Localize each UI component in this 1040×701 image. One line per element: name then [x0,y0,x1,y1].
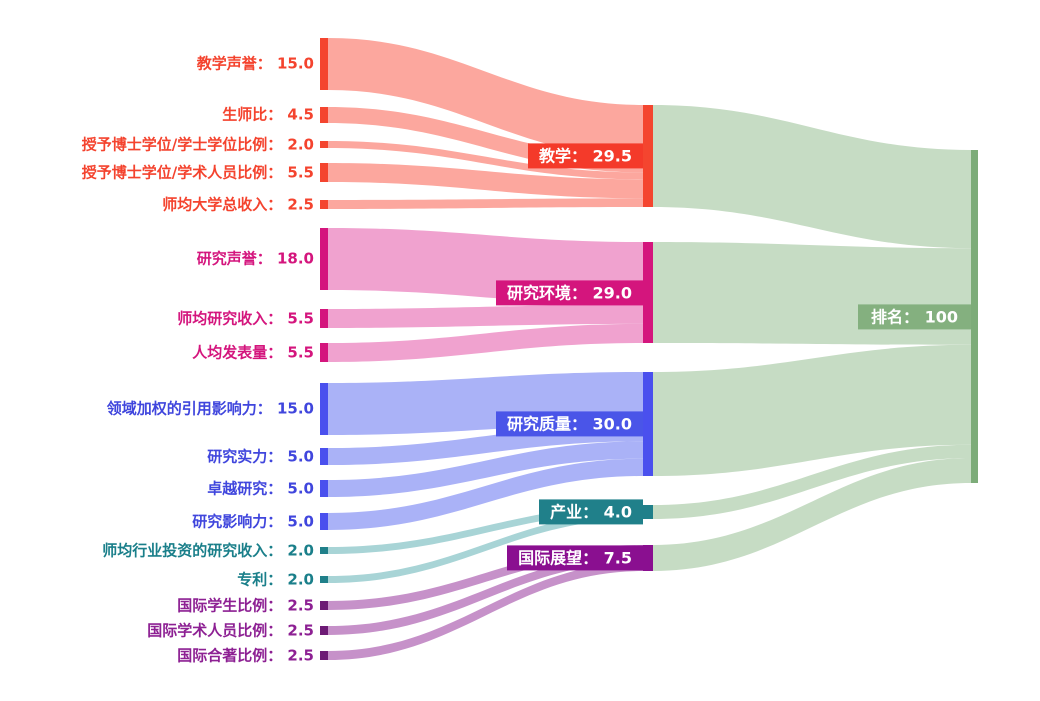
category-label-box-1: 研究环境： 29.0 [495,279,643,306]
flow-category-to-target-1 [653,242,971,345]
source-label-2-0: 领域加权的引用影响力： 15.0 [106,399,314,418]
flow-source-to-category-0-3 [328,163,643,199]
source-label-0-0: 教学声誉： 15.0 [196,54,314,73]
category-node-bar-4 [643,545,653,571]
category-node-bar-2 [643,372,653,476]
source-node-bar-0-1 [320,107,328,123]
source-node-bar-0-4 [320,200,328,209]
source-label-1-0: 研究声誉： 18.0 [196,249,314,268]
category-node-bar-1 [643,242,653,343]
source-node-bar-2-3 [320,513,328,530]
source-label-4-1: 国际学术人员比例： 2.5 [147,621,314,639]
category-label-box-3: 产业： 4.0 [539,499,643,525]
source-node-bar-2-0 [320,383,328,435]
source-label-3-1: 专利： 2.0 [237,570,314,588]
source-node-bar-4-2 [320,651,328,660]
flow-source-to-category-0-2 [328,141,643,180]
source-label-0-2: 授予博士学位/学士学位比例： 2.0 [81,135,314,153]
source-label-0-4: 师均大学总收入： 2.5 [162,195,314,213]
target-node-bar [971,150,978,483]
flow-category-to-target-4 [653,458,971,571]
source-node-bar-1-1 [320,309,328,328]
source-label-2-2: 卓越研究： 5.0 [207,479,314,497]
source-label-0-3: 授予博士学位/学术人员比例： 5.5 [81,163,314,181]
flow-category-to-target-2 [653,344,971,476]
flow-source-to-category-0-0 [328,38,643,157]
flow-source-to-category-2-2 [328,441,643,497]
source-node-bar-1-2 [320,343,328,362]
source-node-bar-0-2 [320,141,328,148]
source-node-bar-2-1 [320,448,328,465]
category-label-box-0: 教学： 29.5 [527,143,643,169]
target-label-box: 排名： 100 [858,303,971,330]
source-label-1-2: 人均发表量： 5.5 [192,343,314,361]
category-node-bar-0 [643,105,653,207]
flow-source-to-category-1-1 [328,304,643,328]
flow-source-to-category-3-1 [328,512,643,583]
category-label-box-4: 国际展望： 7.5 [507,545,643,571]
category-label-box-2: 研究质量： 30.0 [495,411,643,437]
flow-source-to-category-1-2 [328,323,643,362]
flow-source-to-category-0-4 [328,198,643,209]
source-node-bar-0-0 [320,38,328,90]
source-node-bar-4-1 [320,626,328,635]
source-node-bar-0-3 [320,163,328,182]
source-node-bar-3-0 [320,547,328,554]
source-node-bar-2-2 [320,480,328,497]
flow-source-to-category-4-0 [328,545,643,610]
source-label-0-1: 生师比： 4.5 [222,105,314,124]
source-node-bar-3-1 [320,576,328,583]
source-node-bar-4-0 [320,601,328,610]
flow-category-to-target-0 [653,105,971,249]
flow-source-to-category-4-1 [328,553,643,635]
flow-category-to-target-3 [653,444,971,519]
source-node-bar-1-0 [320,228,328,290]
source-label-4-2: 国际合著比例： 2.5 [177,646,314,664]
category-node-bar-3 [643,505,653,519]
source-label-3-0: 师均行业投资的研究收入： 2.0 [102,541,314,559]
source-label-2-1: 研究实力： 5.0 [207,447,314,465]
flow-source-to-category-4-2 [328,562,643,660]
source-label-1-1: 师均研究收入： 5.5 [177,309,314,327]
source-label-4-0: 国际学生比例： 2.5 [177,596,314,614]
flow-source-to-category-2-3 [328,458,643,530]
source-label-2-3: 研究影响力： 5.0 [192,512,314,530]
